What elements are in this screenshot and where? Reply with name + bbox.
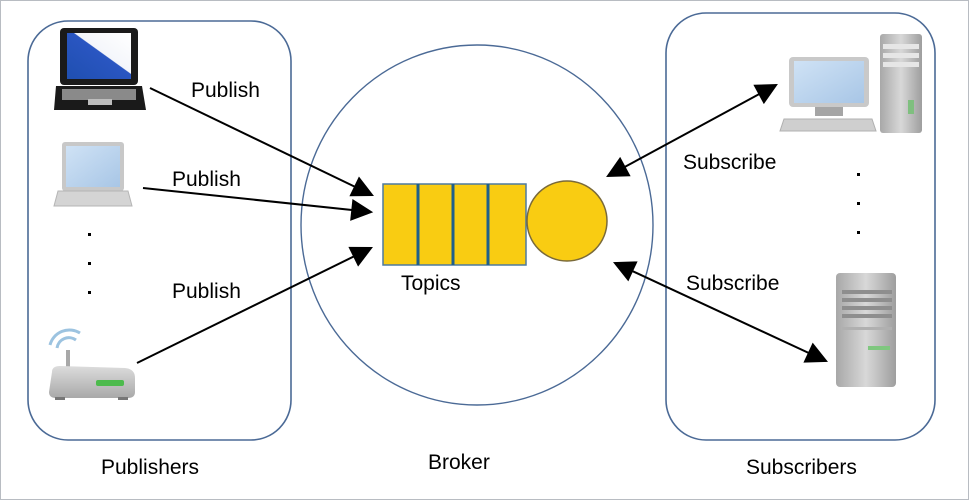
topics-label: Topics <box>401 272 461 295</box>
publish-arrow-3 <box>136 246 373 364</box>
broker-label: Broker <box>428 451 490 474</box>
publish-arrow-1 <box>149 87 374 197</box>
server-tower-icon <box>836 273 896 387</box>
broker-container <box>300 44 654 406</box>
queue-slot-1 <box>383 184 418 265</box>
laptop-dark-icon <box>54 28 146 110</box>
ellipsis-dots-subscribers <box>857 173 860 234</box>
publishers-label: Publishers <box>101 456 200 479</box>
desktop-computer-icon <box>779 34 922 133</box>
publish-label-3: Publish <box>172 280 241 303</box>
queue-slot-2 <box>418 184 453 265</box>
subscribe-label-1: Subscribe <box>683 151 777 174</box>
publish-label-1: Publish <box>191 79 260 102</box>
ellipsis-dots-publishers <box>88 233 91 294</box>
subscribe-label-2: Subscribe <box>686 272 780 295</box>
queue-head-circle <box>526 180 608 262</box>
publish-label-2: Publish <box>172 168 241 191</box>
laptop-light-icon <box>53 142 133 207</box>
subscribers-label: Subscribers <box>746 456 857 479</box>
publish-arrow-2 <box>142 187 374 221</box>
subscribe-arrow-2 <box>613 261 828 363</box>
queue-slot-4 <box>488 184 526 265</box>
subscribe-arrow-1 <box>606 83 778 178</box>
subscribers-container <box>665 12 936 441</box>
queue-slot-3 <box>453 184 488 265</box>
publishers-container <box>27 20 292 441</box>
wireless-router-icon <box>48 328 135 400</box>
topics-queue <box>382 183 527 266</box>
